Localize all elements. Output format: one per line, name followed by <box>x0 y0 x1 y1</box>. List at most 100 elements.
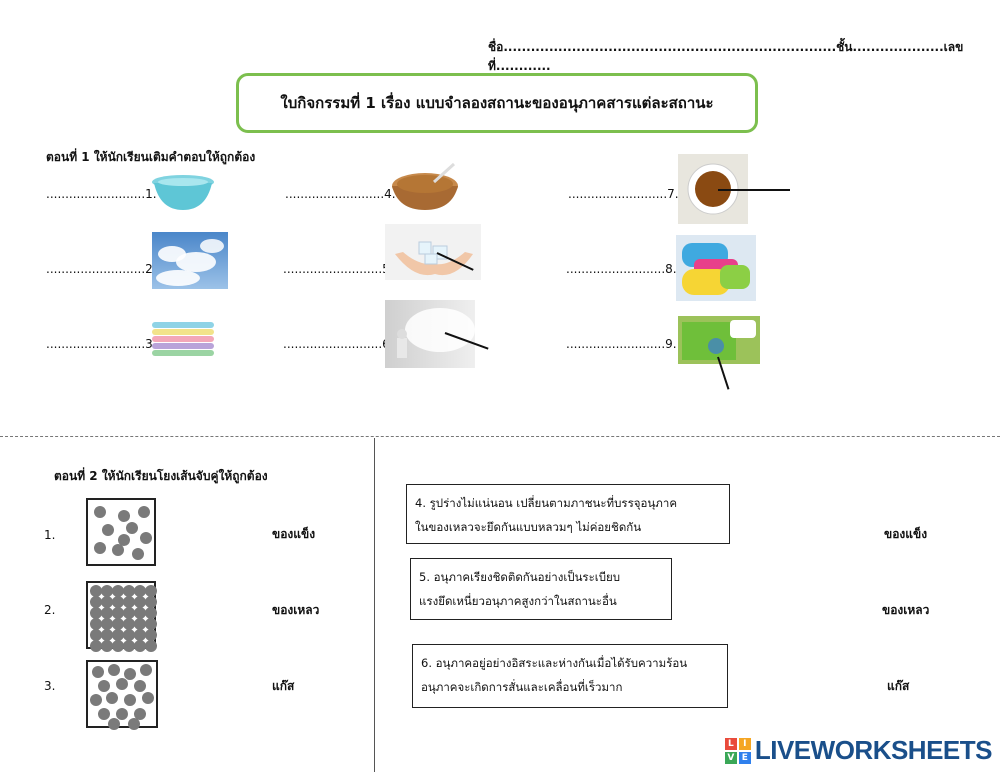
particle-dot <box>102 524 114 536</box>
particle-dot <box>90 607 102 619</box>
particle-dot <box>112 585 124 597</box>
description-5[interactable]: 5. อนุภาคเรียงชิดติดกันอย่างเป็นระเบียบ … <box>410 558 672 620</box>
particle-dot <box>140 532 152 544</box>
description-4-line1: 4. รูปร่างไม่แน่นอน เปลี่ยนตามภาชนะที่บร… <box>415 496 678 510</box>
particle-dot <box>124 694 136 706</box>
left-state-liquid[interactable]: ของเหลว <box>272 603 320 617</box>
logo-letter-l: L <box>724 737 737 750</box>
packed-particles-model[interactable] <box>86 581 157 652</box>
particle-dot <box>134 585 146 597</box>
right-state-liquid[interactable]: ของเหลว <box>882 603 930 617</box>
arrow-pointer-7 <box>718 189 790 191</box>
description-5-line2: แรงยึดเหนี่ยวอนุภาคสูงกว่าในสถานะอื่น <box>419 594 617 608</box>
description-4-line2: ในของเหลวจะยึดกันแบบหลวมๆ ไม่ค่อยชิดกัน <box>415 520 642 534</box>
particle-dot <box>108 664 120 676</box>
answer-blank-2[interactable]: ..........................2. <box>46 262 157 276</box>
section-divider <box>0 436 1000 437</box>
particle-dot <box>145 640 157 652</box>
part2-heading: ตอนที่ 2 ให้นักเรียนโยงเส้นจับคู่ให้ถูกต… <box>54 469 268 483</box>
answer-blank-9[interactable]: ..........................9. <box>566 337 677 351</box>
cloudy-sky-image <box>152 232 228 289</box>
right-state-solid[interactable]: ของแข็ง <box>884 527 928 541</box>
particle-dot <box>123 640 135 652</box>
logo-letter-v: V <box>724 751 737 764</box>
particle-dot <box>112 618 124 630</box>
particle-dot <box>101 585 113 597</box>
particle-dot <box>123 629 135 641</box>
particle-dot <box>132 548 144 560</box>
loose-particles-model[interactable] <box>86 660 158 730</box>
logo-text: LIVEWORKSHEETS <box>754 735 993 765</box>
particle-dot <box>90 618 102 630</box>
particle-dot <box>118 534 130 546</box>
particle-dot <box>142 692 154 704</box>
particle-dot <box>106 692 118 704</box>
part1-heading: ตอนที่ 1 ให้นักเรียนเติมคำตอบให้ถูกต้อง <box>46 150 256 164</box>
answer-blank-4[interactable]: ..........................4. <box>285 187 396 201</box>
folded-towels-image <box>150 318 216 360</box>
particle-dot <box>128 718 140 730</box>
left-state-solid[interactable]: ของแข็ง <box>272 527 316 541</box>
description-4[interactable]: 4. รูปร่างไม่แน่นอน เปลี่ยนตามภาชนะที่บร… <box>406 484 730 544</box>
particle-dot <box>108 718 120 730</box>
worksheet-title: ใบกิจกรรมที่ 1 เรื่อง แบบจำลองสถานะของอน… <box>236 73 758 133</box>
description-6-line1: 6. อนุภาคอยู่อย่างอิสระและห่างกันเมื่อได… <box>421 656 688 670</box>
particle-dot <box>112 640 124 652</box>
particle-dot <box>145 607 157 619</box>
particle-dot <box>145 629 157 641</box>
particle-dot <box>134 618 146 630</box>
answer-blank-1[interactable]: ..........................1. <box>46 187 157 201</box>
particle-dot <box>123 585 135 597</box>
particle-dot <box>101 618 113 630</box>
particle-dot <box>90 596 102 608</box>
particle-dot <box>101 596 113 608</box>
particle-dot <box>98 708 110 720</box>
answer-blank-6[interactable]: ..........................6. <box>283 337 394 351</box>
sponges-image <box>676 235 756 301</box>
particle-dot <box>145 596 157 608</box>
ice-in-hands-image <box>385 224 481 280</box>
cup-of-liquid-image <box>678 154 748 224</box>
particle-dot <box>90 640 102 652</box>
particle-dot <box>124 668 136 680</box>
particle-dot <box>116 678 128 690</box>
particle-dot <box>90 629 102 641</box>
particle-dot <box>101 607 113 619</box>
brown-sugar-bowl-image <box>390 162 460 212</box>
description-6-line2: อนุภาคจะเกิดการสั่นและเคลื่อนที่เร็วมาก <box>421 680 623 694</box>
model-number-2: 2. <box>44 603 56 617</box>
sparse-particles-model[interactable] <box>86 498 156 566</box>
particle-dot <box>116 708 128 720</box>
particle-dot <box>145 618 157 630</box>
particle-dot <box>134 680 146 692</box>
particle-dot <box>126 522 138 534</box>
particle-dot <box>140 664 152 676</box>
sponge-dish-soap-image <box>678 316 760 364</box>
particle-dot <box>98 680 110 692</box>
particle-dot <box>90 585 102 597</box>
logo-mark-icon: L I V E <box>724 737 751 764</box>
liveworksheets-logo: L I V E LIVEWORKSHEETS <box>724 735 993 766</box>
particle-dot <box>134 607 146 619</box>
left-state-gas[interactable]: แก๊ส <box>272 679 295 693</box>
answer-blank-5[interactable]: ..........................5. <box>283 262 394 276</box>
particle-dot <box>118 510 130 522</box>
particle-dot <box>112 596 124 608</box>
title-text: ใบกิจกรรมที่ 1 เรื่อง แบบจำลองสถานะของอน… <box>280 94 714 112</box>
particle-dot <box>101 629 113 641</box>
description-6[interactable]: 6. อนุภาคอยู่อย่างอิสระและห่างกันเมื่อได… <box>412 644 728 708</box>
right-state-gas[interactable]: แก๊ส <box>887 679 910 693</box>
particle-dot <box>112 544 124 556</box>
answer-blank-8[interactable]: ..........................8. <box>566 262 677 276</box>
answer-blank-3[interactable]: ..........................3. <box>46 337 157 351</box>
answer-blank-7[interactable]: ..........................7. <box>568 187 679 201</box>
plastic-basin-image <box>150 172 216 214</box>
particle-dot <box>134 640 146 652</box>
logo-letter-i: I <box>738 737 751 750</box>
particle-dot <box>112 629 124 641</box>
particle-dot <box>123 607 135 619</box>
particle-dot <box>134 629 146 641</box>
particle-dot <box>123 618 135 630</box>
particle-dot <box>101 640 113 652</box>
particle-dot <box>94 506 106 518</box>
